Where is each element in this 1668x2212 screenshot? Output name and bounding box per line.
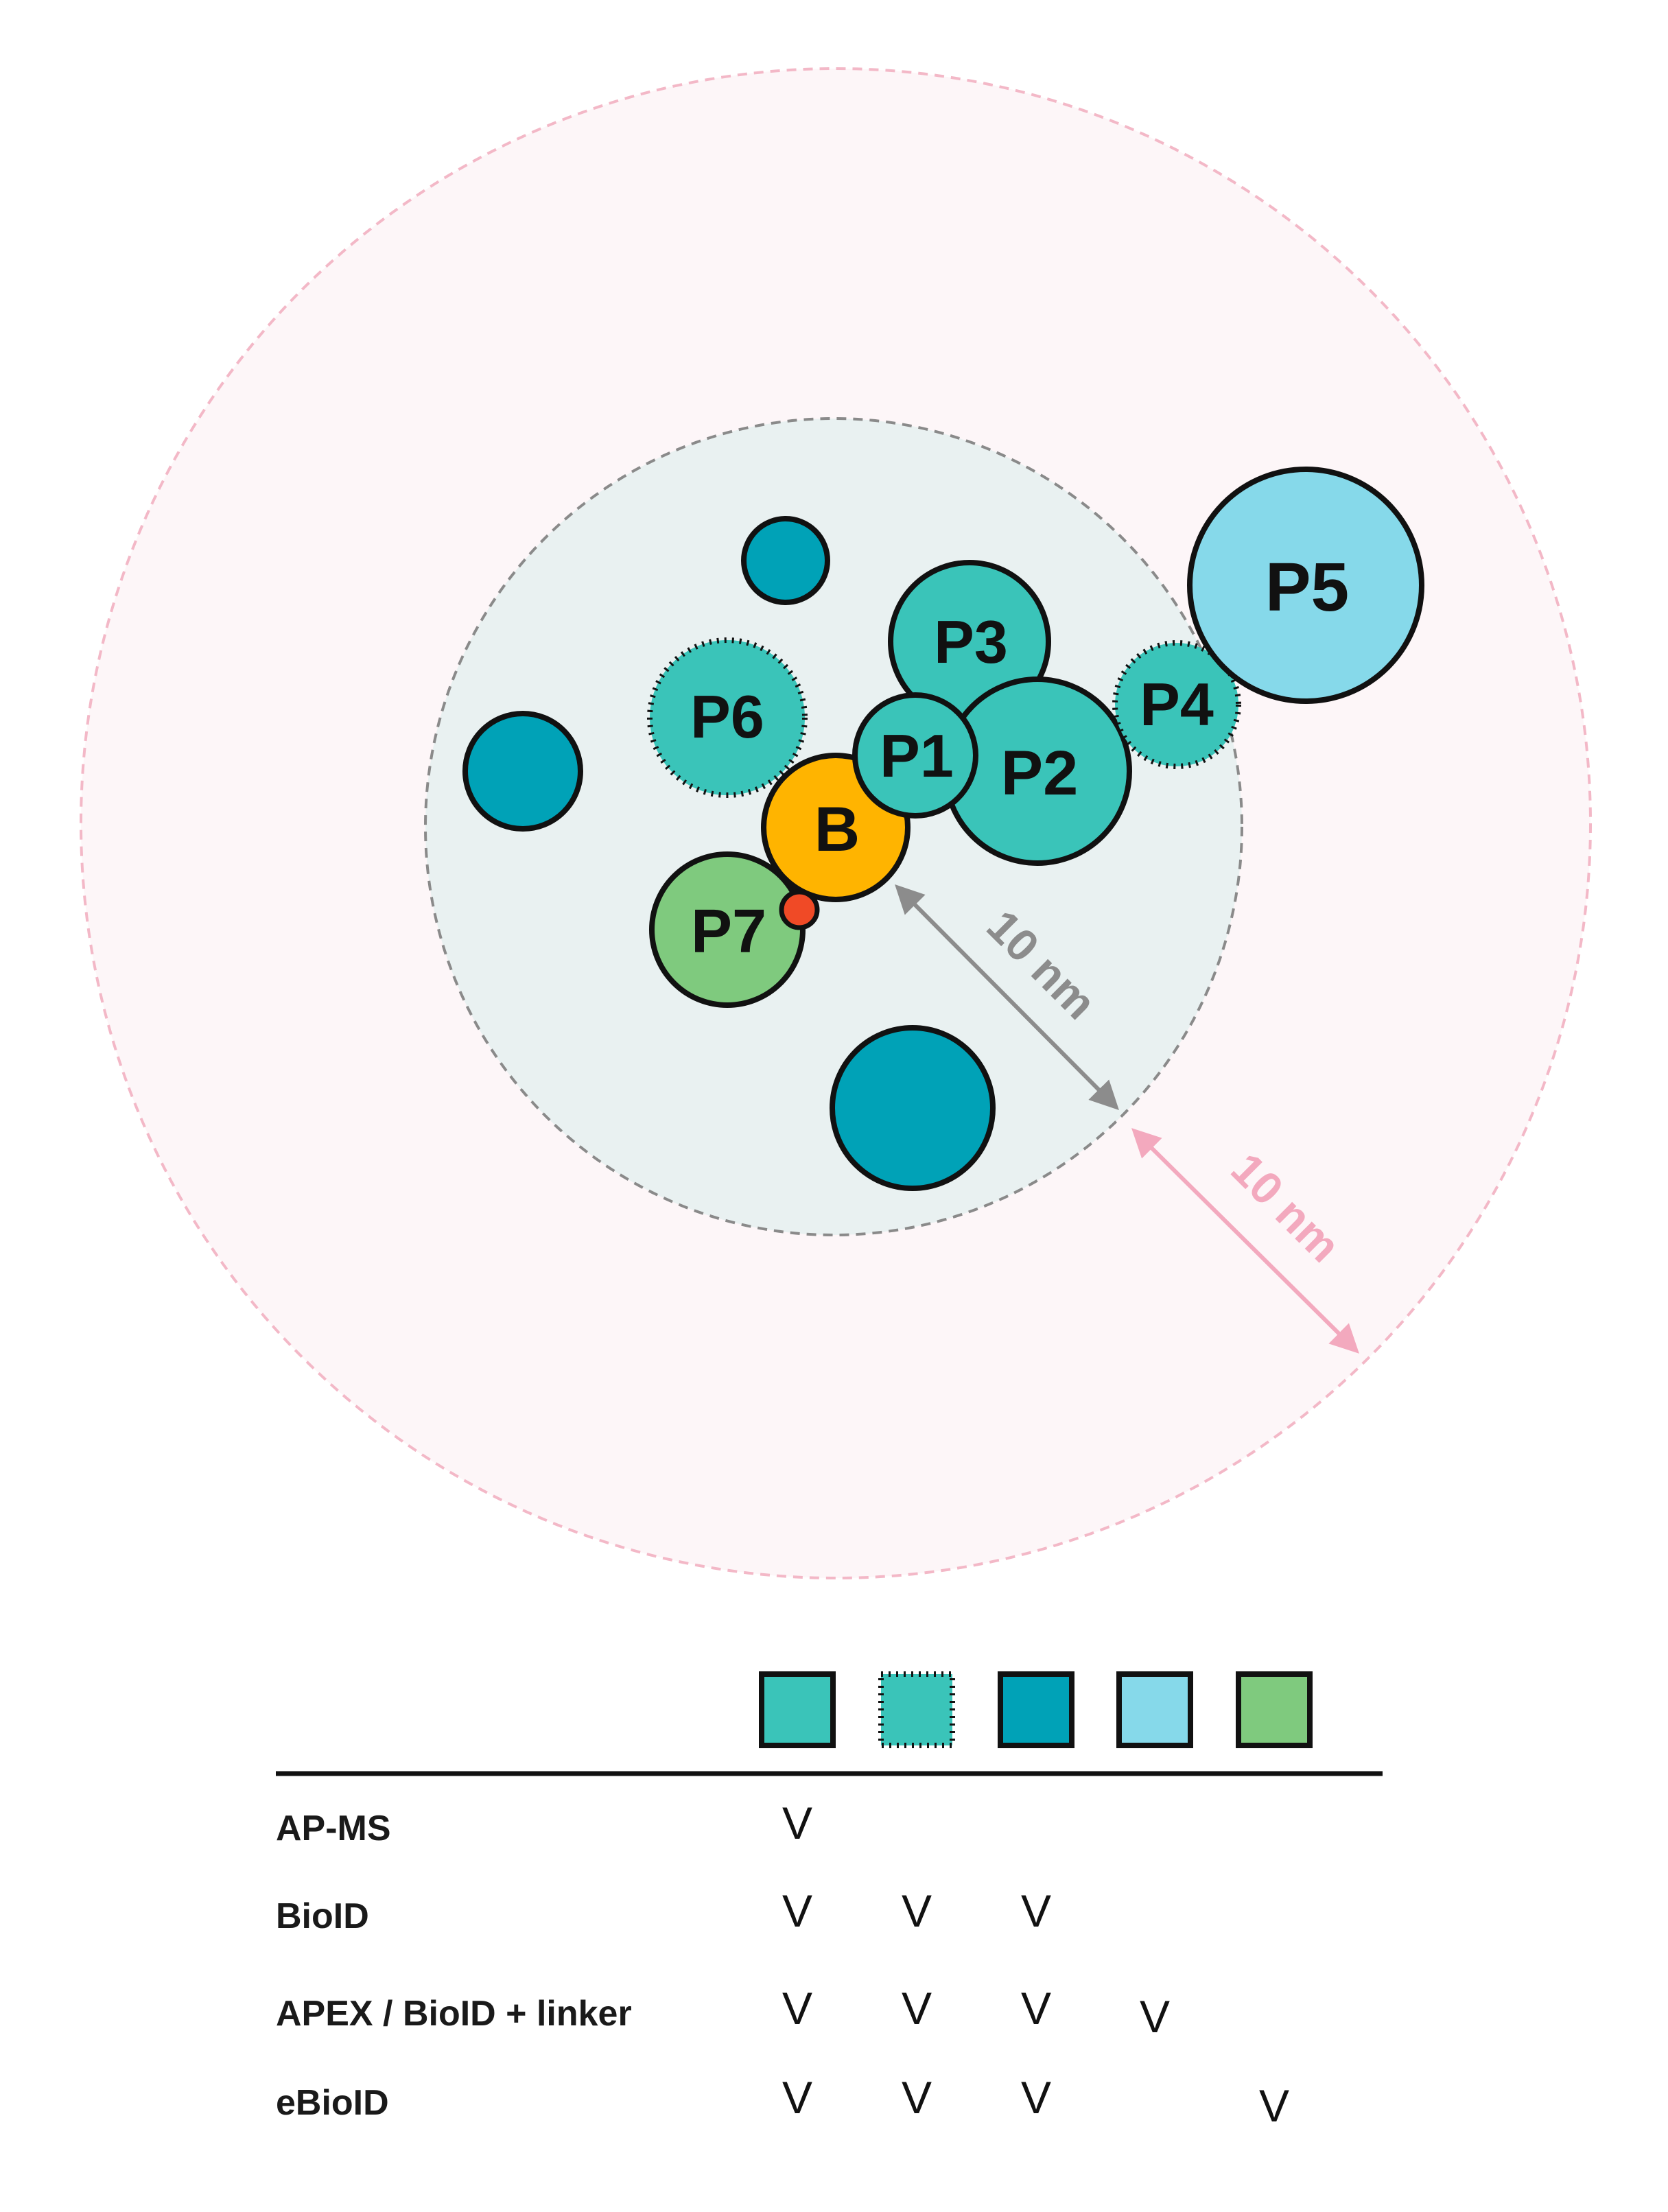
protein-p5-label: P5 <box>1265 549 1349 626</box>
check-mark: V <box>782 2072 812 2123</box>
check-mark: V <box>902 1885 932 1936</box>
protein-p1-label: P1 <box>880 722 954 790</box>
inner-distance-arrow <box>895 884 1119 1110</box>
check-mark: V <box>782 1983 812 2034</box>
row-label-bioid: BioID <box>276 1896 369 1936</box>
row-label-ebioid: eBioID <box>276 2083 389 2123</box>
legend-icon-indirect-interactor <box>878 1671 955 1748</box>
protein-p6 <box>647 637 808 798</box>
legend-icon-linker-reachable <box>1236 1671 1313 1748</box>
protein-p2-label: P2 <box>1001 738 1079 808</box>
proximal-nonbinder-large <box>830 1025 996 1191</box>
protein-p6-label: P6 <box>690 683 764 751</box>
legend-icon-direct-interactor <box>759 1671 836 1748</box>
legend-icons <box>759 1671 1313 1748</box>
check-mark: V <box>902 1983 932 2034</box>
legend-icon-distal-nonbinder <box>1116 1671 1193 1748</box>
row-label-ap-ms: AP-MS <box>276 1809 391 1848</box>
protein-p1 <box>852 692 978 819</box>
protein-p5 <box>1187 467 1424 704</box>
check-mark: V <box>902 2072 932 2123</box>
check-mark: V <box>1140 1991 1170 2042</box>
check-mark: V <box>782 1798 812 1848</box>
protein-p4-label: P4 <box>1140 670 1214 738</box>
bait-label: B <box>814 795 860 864</box>
proximal-nonbinder-medium <box>462 711 583 832</box>
check-mark: V <box>782 1885 812 1936</box>
row-label-apex-bioid-linker: APEX / BioID + linker <box>276 1994 632 2034</box>
biotin-ligase-tag <box>779 889 820 930</box>
protein-p4 <box>1112 640 1241 769</box>
protein-p3-label: P3 <box>934 608 1008 676</box>
outer-distance-arrow <box>1131 1128 1359 1354</box>
legend-icon-proximal-nonbinder <box>998 1671 1074 1748</box>
check-mark: V <box>1021 1885 1051 1936</box>
check-mark: V <box>1259 2080 1289 2131</box>
protein-p7-label: P7 <box>691 897 766 966</box>
proximal-nonbinder-small <box>741 516 830 605</box>
check-mark: V <box>1021 1983 1051 2034</box>
check-mark: V <box>1021 2072 1051 2123</box>
